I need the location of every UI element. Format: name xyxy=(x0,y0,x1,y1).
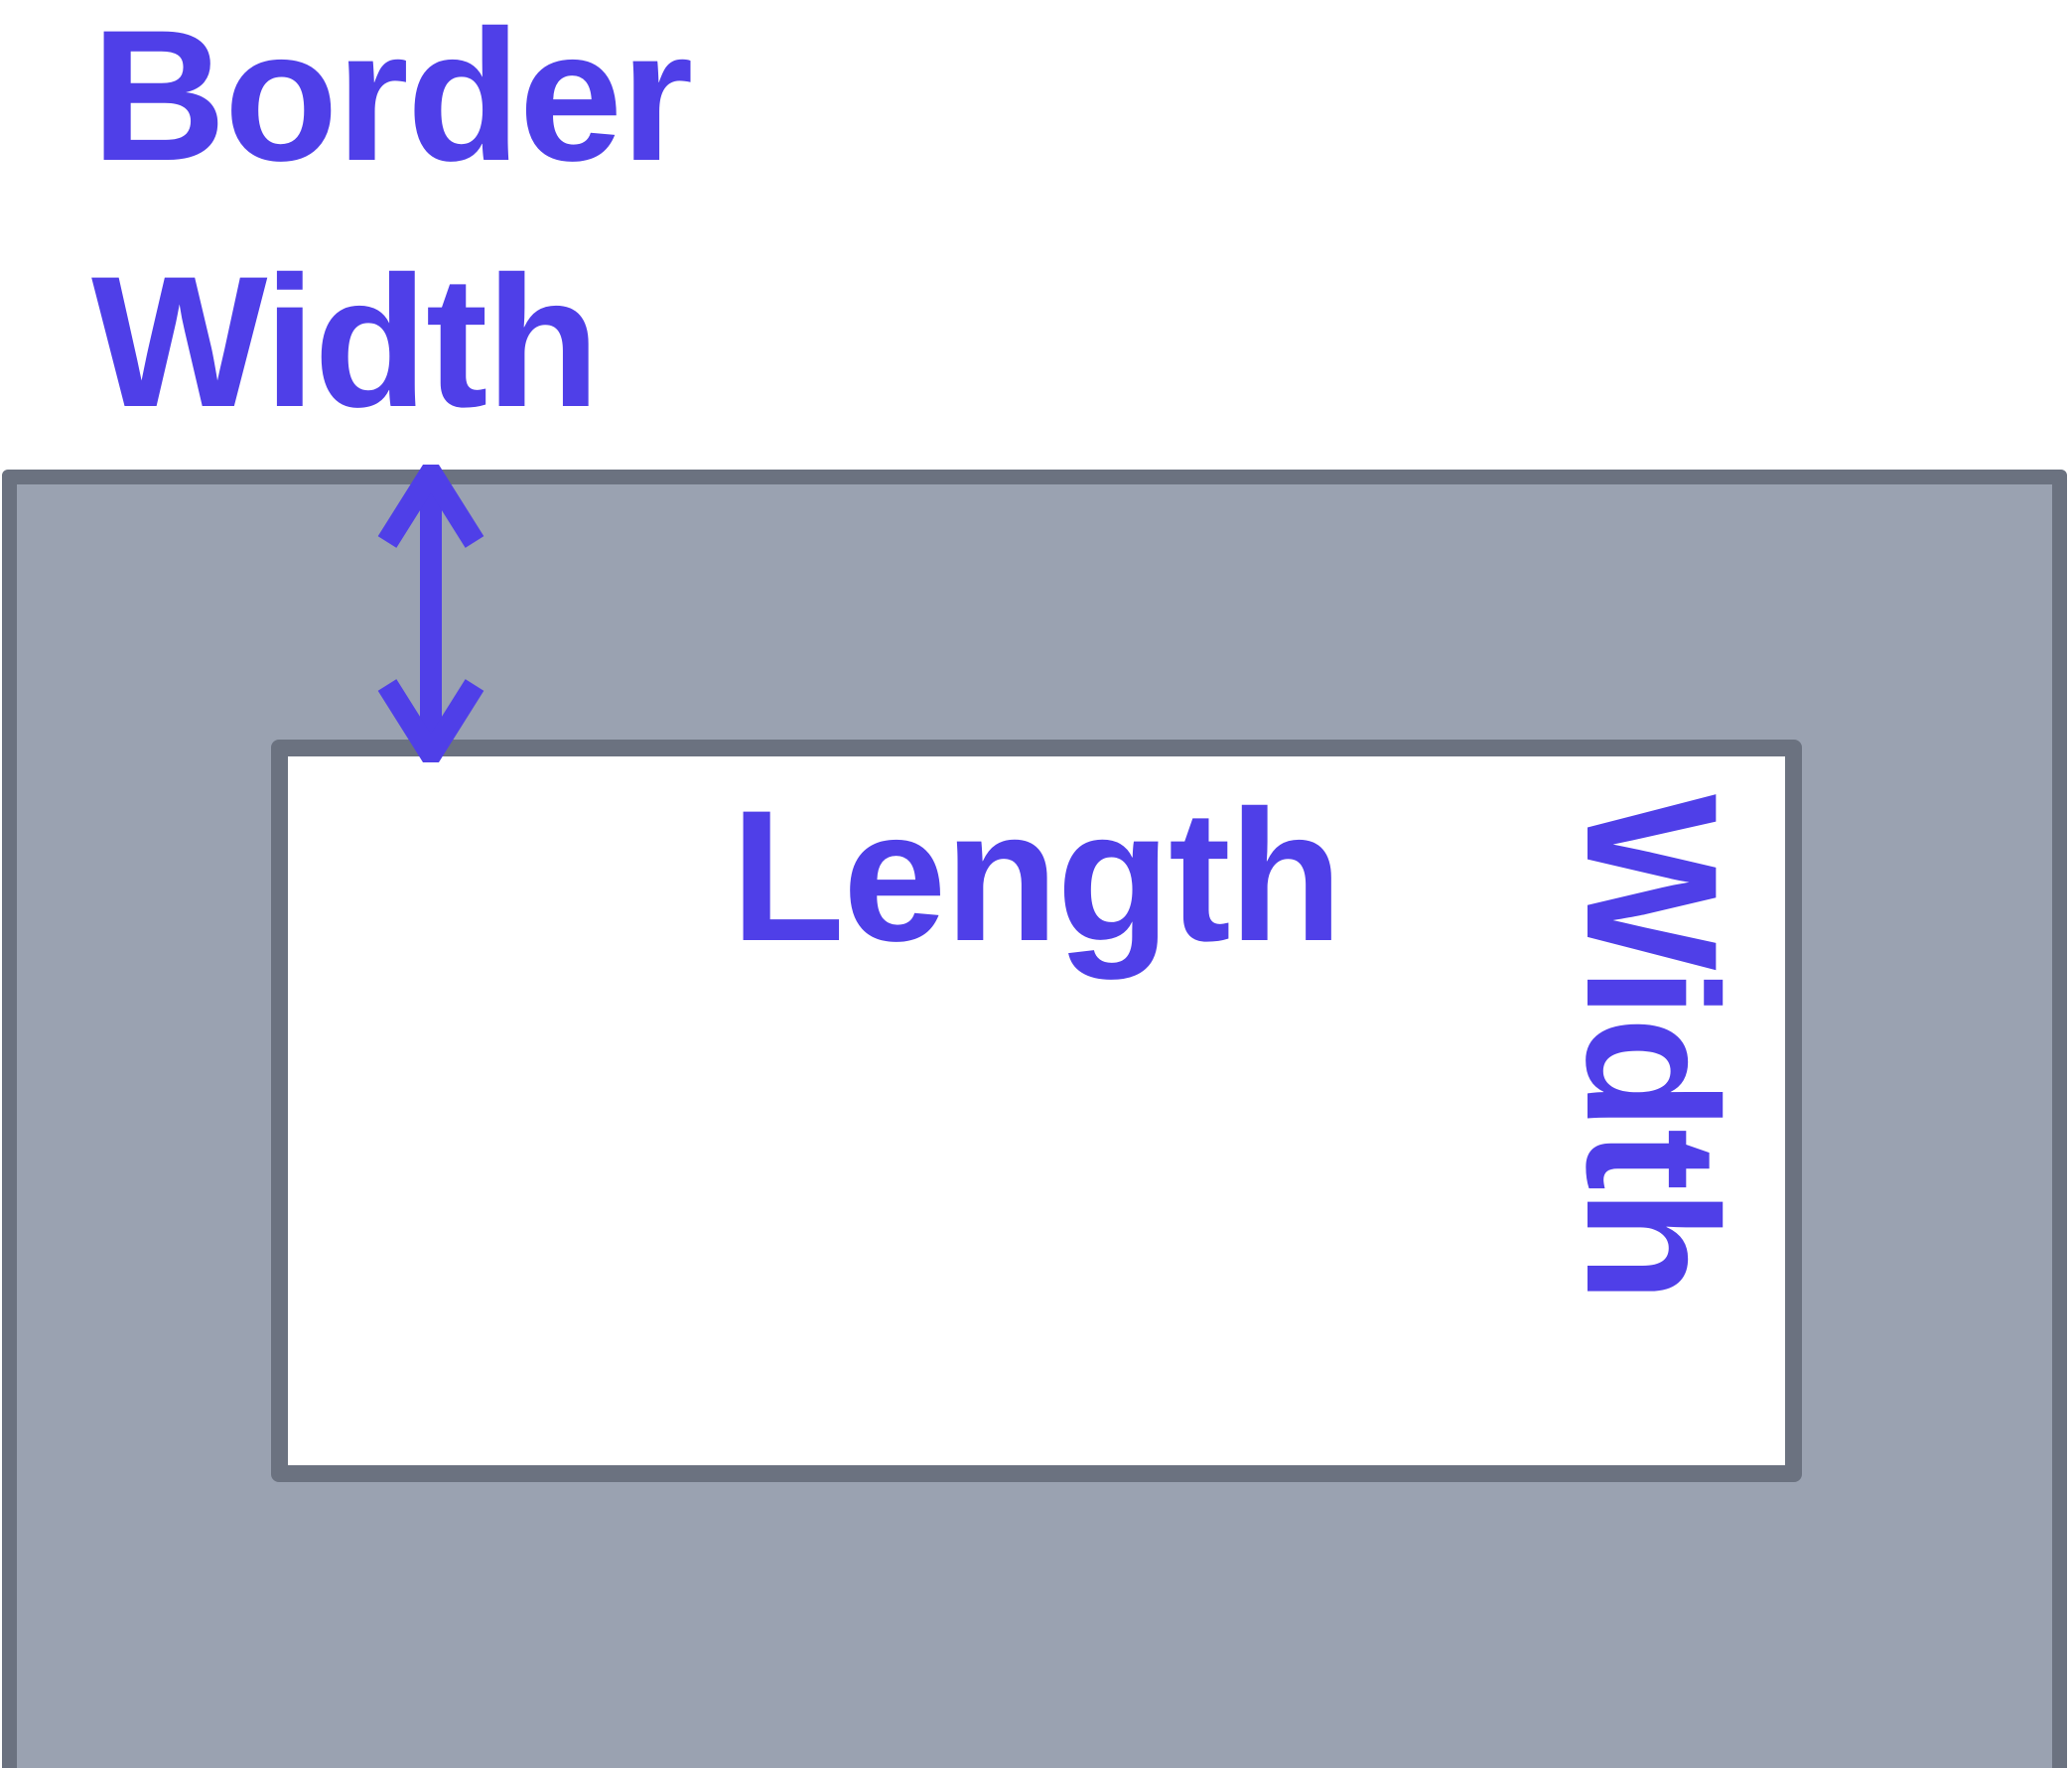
double-headed-arrow-icon xyxy=(377,465,484,762)
inner-rectangle xyxy=(271,740,1802,1482)
width-label: Width xyxy=(1548,794,1756,1301)
length-label: Length xyxy=(731,771,1343,980)
border-width-label: Border Width xyxy=(91,0,693,447)
width-label-container: Width xyxy=(1548,794,1756,1400)
arrow-head-up xyxy=(377,465,484,548)
arrow-head-down xyxy=(377,679,484,762)
